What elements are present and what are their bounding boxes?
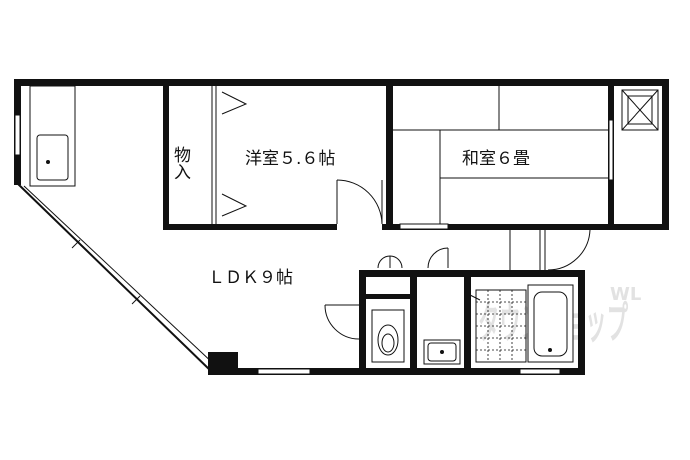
room-label-japanese: 和室６畳 xyxy=(462,149,530,169)
wet-area xyxy=(324,247,585,375)
room-label-ldk: ＬＤＫ９帖 xyxy=(208,268,293,288)
room-label-storage: 物入 xyxy=(170,146,191,180)
room-label-western: 洋室５.６帖 xyxy=(245,149,335,169)
kitchen-sink xyxy=(29,85,76,187)
western-room xyxy=(163,79,393,230)
watermark-text-small: WL xyxy=(610,284,641,305)
corridor xyxy=(509,229,591,271)
outer-walls xyxy=(14,79,669,375)
japanese-room xyxy=(393,79,669,230)
